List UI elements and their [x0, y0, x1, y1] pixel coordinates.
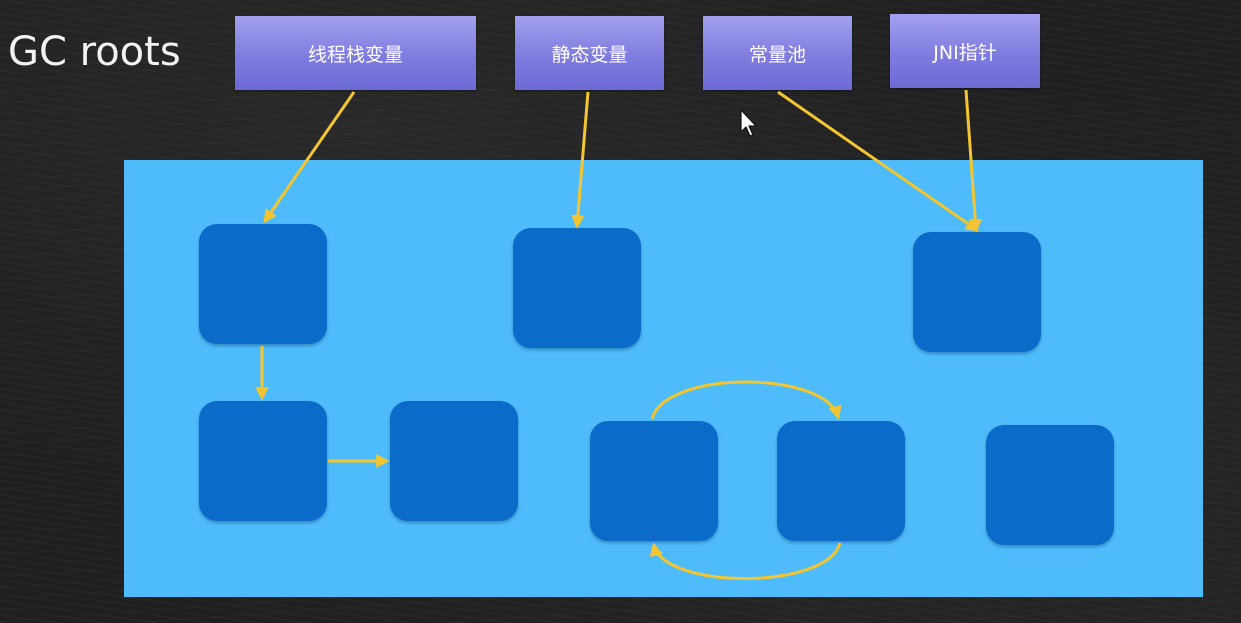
heap-object-1: [199, 224, 327, 344]
gc-root-jni-pointers: JNI指针: [890, 14, 1040, 88]
gc-root-constant-pool: 常量池: [703, 16, 852, 90]
page-title: GC roots: [8, 29, 181, 75]
heap-object-4: [199, 401, 327, 521]
heap-object-7: [777, 421, 905, 541]
gc-root-static-variables: 静态变量: [515, 16, 664, 90]
heap-object-6: [590, 421, 718, 541]
heap-object-5: [390, 401, 518, 521]
gc-root-thread-stack-variables: 线程栈变量: [235, 16, 476, 90]
heap-object-8: [986, 425, 1114, 545]
mouse-pointer-icon: [740, 109, 757, 137]
heap-object-3: [913, 232, 1041, 352]
heap-object-2: [513, 228, 641, 348]
